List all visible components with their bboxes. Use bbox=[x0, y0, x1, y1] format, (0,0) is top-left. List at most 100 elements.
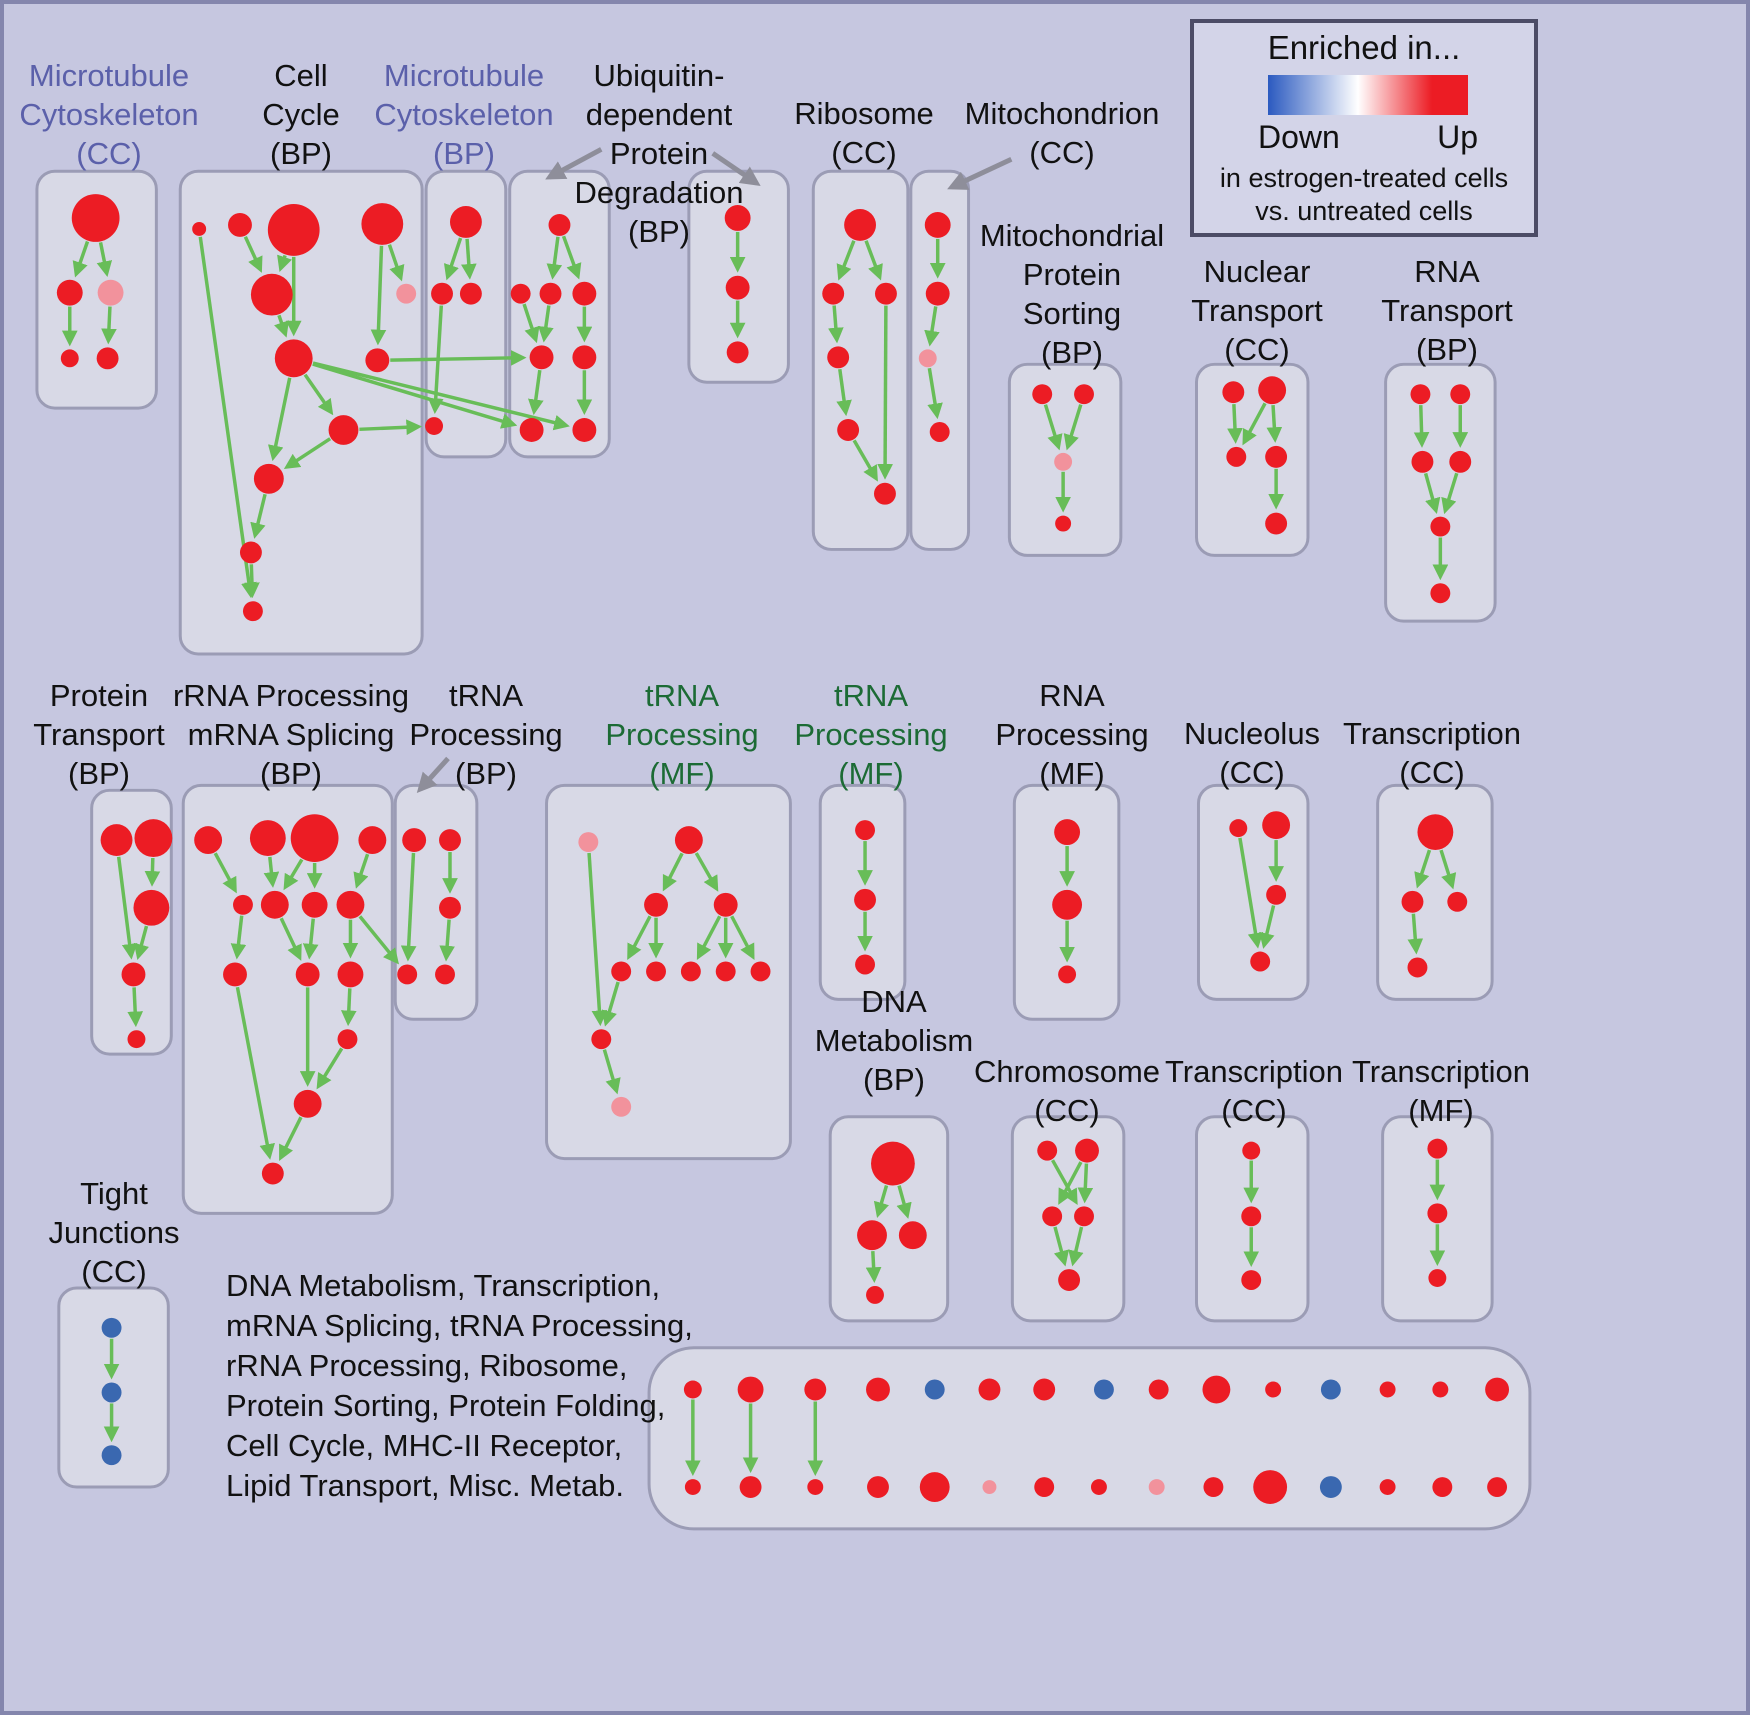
go-term-node-rrna-mrna bbox=[336, 890, 365, 919]
go-edge-arrow bbox=[1058, 1161, 1083, 1205]
go-term-node-microtubule-bp bbox=[425, 417, 444, 435]
go-term-node-mixed-terms bbox=[919, 1472, 950, 1502]
cluster-box-microtubule-bp bbox=[424, 169, 508, 459]
go-edge-arrow bbox=[696, 915, 722, 960]
label-ribosome-cc-line: Ribosome bbox=[794, 96, 934, 131]
go-edge-arrow bbox=[263, 856, 280, 888]
go-edge-arrow bbox=[602, 1049, 621, 1095]
label-rrna-processing-mrna-splicing-line: (BP) bbox=[260, 756, 322, 791]
go-edge-arrow bbox=[1227, 404, 1243, 444]
go-term-node-chromosome-cc bbox=[1037, 1140, 1058, 1161]
go-term-node-mitochondrion-cc bbox=[925, 281, 950, 306]
label-mitochondrial-protein-sorting-line: Protein bbox=[1022, 257, 1122, 292]
go-term-node-mixed-terms bbox=[1148, 1479, 1165, 1496]
legend-gradient-bar bbox=[1268, 75, 1468, 115]
go-term-node-mixed-terms bbox=[1090, 1479, 1107, 1496]
go-edge-arrow bbox=[836, 368, 852, 417]
label-trna-processing-mf-2-line: tRNA bbox=[833, 678, 909, 713]
go-term-node-microtubule-cc bbox=[97, 279, 124, 306]
go-term-node-transcription-cc-1 bbox=[1447, 891, 1468, 912]
go-term-node-trna-mf-2 bbox=[854, 888, 876, 911]
label-nucleolus-cc: Nucleolus(CC) bbox=[1184, 714, 1320, 792]
go-edge-arrow bbox=[359, 419, 423, 436]
label-transcription-cc-1-line: (CC) bbox=[1399, 755, 1465, 790]
go-term-node-trna-mf-1 bbox=[611, 961, 632, 982]
go-term-node-microtubule-bp bbox=[459, 282, 482, 305]
label-trna-processing-bp-line: (BP) bbox=[454, 756, 517, 791]
legend-up-label: Up bbox=[1437, 119, 1478, 155]
go-edge-arrow bbox=[546, 236, 563, 280]
go-edge-arrow bbox=[213, 852, 237, 894]
go-term-node-chromosome-cc bbox=[1074, 1206, 1094, 1227]
go-term-node-mixed-terms bbox=[1432, 1381, 1449, 1398]
go-edge-arrow bbox=[1413, 405, 1430, 448]
go-term-node-ribosome-cc bbox=[875, 282, 897, 305]
go-term-node-mixed-terms bbox=[737, 1376, 764, 1403]
go-edge-arrow bbox=[303, 373, 334, 416]
go-edge-arrow bbox=[96, 242, 113, 277]
go-term-node-transcription-cc-1 bbox=[1401, 890, 1424, 913]
go-edge-arrow bbox=[302, 918, 319, 960]
label-mitochondrion-cc-line: (CC) bbox=[1029, 135, 1095, 170]
go-term-node-mixed-terms bbox=[1202, 1375, 1231, 1404]
label-protein-transport-line: Transport bbox=[33, 717, 165, 752]
go-term-node-protein-transport bbox=[127, 1030, 146, 1049]
go-edge-arrow bbox=[461, 238, 477, 280]
label-pointer-arrow bbox=[416, 756, 450, 794]
go-term-node-mixed-terms bbox=[739, 1476, 762, 1498]
go-term-node-microtubule-cc bbox=[56, 279, 83, 306]
label-trna-processing-mf-1-line: tRNA bbox=[644, 678, 720, 713]
label-chromosome-cc-line: (CC) bbox=[1034, 1093, 1100, 1128]
go-term-node-rrna-mrna bbox=[337, 1029, 358, 1050]
label-ubiquitin-degradation-line: Ubiquitin- bbox=[593, 58, 725, 93]
go-term-node-cell-cycle bbox=[253, 463, 284, 494]
go-edge-arrow bbox=[316, 1047, 344, 1090]
go-term-node-trna-mf-1 bbox=[591, 1029, 612, 1050]
go-term-node-transcription-cc-2 bbox=[1241, 1206, 1262, 1227]
label-rna-processing-mf-line: RNA bbox=[1039, 678, 1105, 713]
go-term-node-rrna-mrna bbox=[290, 814, 339, 862]
go-term-node-trna-mf-1 bbox=[680, 961, 701, 982]
label-rna-transport-line: Transport bbox=[1381, 293, 1513, 328]
go-term-node-protein-transport bbox=[133, 889, 170, 926]
go-edge-arrow bbox=[1238, 837, 1264, 949]
label-ribosome-cc: Ribosome(CC) bbox=[794, 94, 934, 172]
go-term-node-rrna-mrna bbox=[261, 1162, 284, 1185]
label-tight-junctions-line: Junctions bbox=[48, 1215, 180, 1250]
go-edge-arrow bbox=[662, 852, 684, 892]
go-term-node-mixed-terms bbox=[1487, 1477, 1508, 1498]
legend-title: Enriched in... bbox=[1267, 29, 1461, 66]
label-nucleolus-cc-line: (CC) bbox=[1219, 755, 1285, 790]
go-edge-arrow bbox=[694, 852, 719, 892]
go-term-node-transcription-cc-2 bbox=[1242, 1141, 1261, 1160]
go-term-node-rrna-mrna bbox=[337, 961, 364, 988]
label-nuclear-transport-line: Nuclear bbox=[1203, 254, 1311, 289]
go-term-node-mixed-terms bbox=[1379, 1479, 1396, 1496]
footer-note-line: Cell Cycle, MHC-II Receptor, bbox=[226, 1428, 623, 1463]
go-edge-arrow bbox=[1053, 1226, 1070, 1267]
go-term-node-cell-cycle bbox=[274, 339, 313, 378]
go-term-node-rna-transport bbox=[1450, 384, 1471, 405]
legend-subtitle-line2: vs. untreated cells bbox=[1255, 196, 1473, 226]
go-edge-arrow bbox=[924, 306, 940, 347]
go-term-node-mitochondrion-cc bbox=[918, 349, 937, 368]
go-term-node-chromosome-cc bbox=[1042, 1206, 1063, 1227]
go-edge-arrow bbox=[198, 236, 257, 599]
go-term-node-mito-protein-sorting bbox=[1074, 384, 1094, 405]
go-term-node-cell-cycle bbox=[228, 213, 252, 237]
go-edge-arrow bbox=[340, 988, 357, 1027]
label-nuclear-transport-line: Transport bbox=[1191, 293, 1323, 328]
go-edge-arrow bbox=[865, 1251, 882, 1283]
label-transcription-cc-1: Transcription(CC) bbox=[1343, 714, 1521, 792]
cluster-box-microtubule-cc bbox=[35, 169, 158, 410]
label-microtubule-cytoskeleton-cc-line: Microtubule bbox=[28, 58, 190, 93]
